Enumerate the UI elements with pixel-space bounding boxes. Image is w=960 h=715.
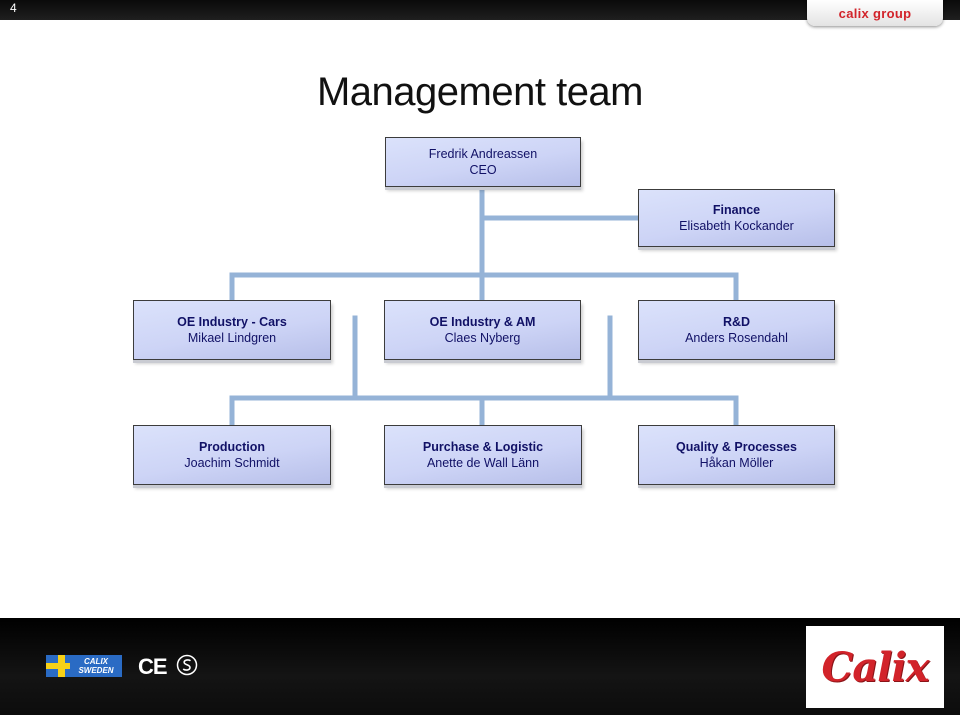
org-box-person: Joachim Schmidt [184, 456, 280, 470]
ceo-name: Fredrik Andreassen [428, 147, 538, 161]
org-box-role: Quality & Processes [676, 440, 797, 454]
ce-mark-icon: CE [138, 654, 168, 679]
finance-role: Finance [712, 203, 761, 217]
org-box-person: Anders Rosendahl [685, 331, 788, 345]
org-box-finance: Finance Elisabeth Kockander [638, 189, 835, 247]
org-box-person: Håkan Möller [699, 456, 774, 470]
calix-group-logo: calix group [807, 0, 943, 26]
org-box-role: OE Industry & AM [429, 315, 536, 329]
org-box-role: R&D [722, 315, 751, 329]
top-bar: 4 [0, 0, 960, 20]
calix-logo-text: Calix [821, 643, 930, 691]
calix-group-logo-text: calix group [838, 5, 912, 21]
bottom-bar [0, 618, 960, 715]
flag-text-calix: CALIX [84, 657, 108, 666]
org-box-role: Purchase & Logistic [422, 440, 544, 454]
org-box-production: Production Joachim Schmidt [133, 425, 331, 485]
calix-logo: Calix [806, 626, 944, 708]
finance-name: Elisabeth Kockander [679, 219, 794, 233]
page-number: 4 [10, 1, 17, 15]
org-box-quality-processes: Quality & Processes Håkan Möller [638, 425, 835, 485]
org-box-person: Claes Nyberg [444, 331, 521, 345]
ceo-role: CEO [469, 163, 497, 177]
flag-text-sweden: SWEDEN [78, 666, 114, 675]
org-box-ceo: Fredrik Andreassen CEO [385, 137, 581, 187]
org-box-oe-industry-am: OE Industry & AM Claes Nyberg [384, 300, 581, 360]
page-title: Management team [316, 70, 644, 114]
org-box-purchase-logistic: Purchase & Logistic Anette de Wall Länn [384, 425, 582, 485]
org-box-person: Mikael Lindgren [187, 331, 277, 345]
sweden-flag-icon: CALIX SWEDEN [46, 655, 122, 677]
org-box-rnd: R&D Anders Rosendahl [638, 300, 835, 360]
org-box-oe-industry-cars: OE Industry - Cars Mikael Lindgren [133, 300, 331, 360]
org-box-role: OE Industry - Cars [177, 315, 287, 329]
org-box-person: Anette de Wall Länn [426, 456, 540, 470]
s-certification-icon [176, 654, 198, 676]
org-box-role: Production [199, 440, 265, 454]
